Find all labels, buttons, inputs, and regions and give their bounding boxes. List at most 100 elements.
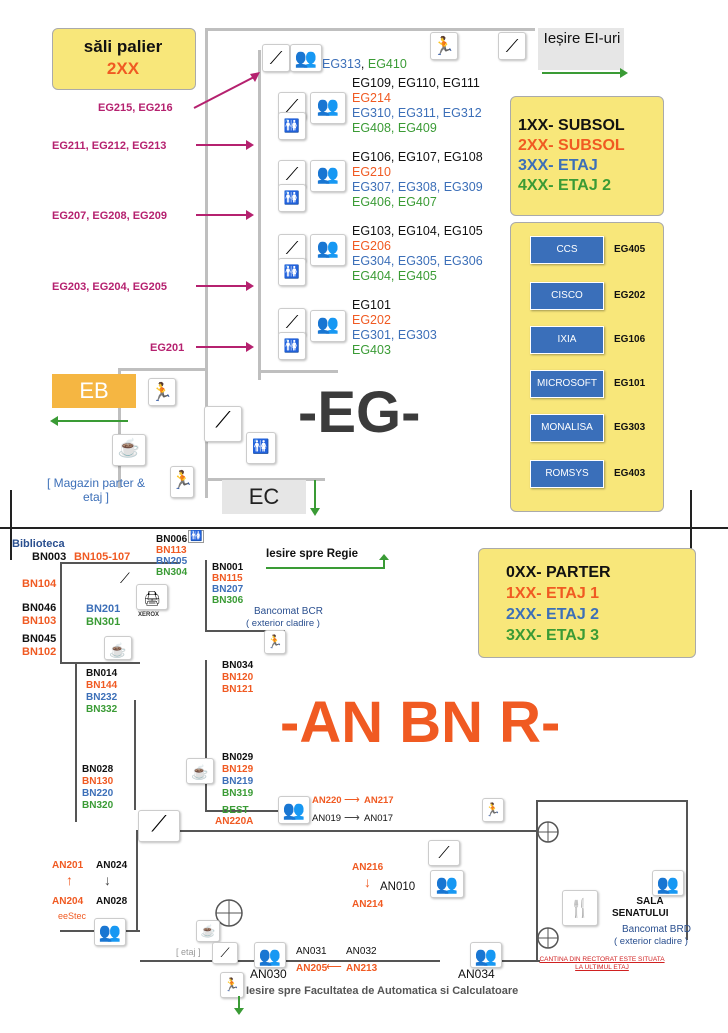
room-an032: AN032: [346, 946, 377, 957]
divider-tick: [690, 490, 692, 560]
company-room-monalisa: EG303: [614, 422, 646, 433]
lecture-room-icon: 👥: [310, 310, 346, 342]
company-room-cisco: EG202: [614, 290, 646, 301]
wall-segment: [134, 700, 136, 810]
coffee-icon: ☕: [196, 920, 220, 942]
stairs-icon: ⟋: [278, 160, 306, 188]
wall-segment: [60, 562, 62, 662]
company-monalisa: MONALISA: [530, 414, 604, 442]
arrow-up: ↑: [66, 872, 73, 888]
emergency-exit-icon: 🏃: [170, 466, 194, 498]
company-microsoft: MICROSOFT: [530, 370, 604, 398]
wall-segment: [538, 800, 688, 802]
bn029-column: BN029 BN129 BN219 BN319: [222, 752, 254, 799]
exit-arrow: [542, 68, 628, 78]
room-bn046: BN046: [22, 602, 57, 614]
wall-segment: [205, 560, 207, 630]
floor-legend-top: [510, 96, 664, 216]
restroom-icon: 🚻: [278, 258, 306, 286]
room-bn103: BN103: [22, 615, 57, 627]
biblioteca-label: Biblioteca: [12, 538, 65, 550]
exit-box: [538, 28, 624, 70]
lecture-room-icon: 👥: [470, 942, 502, 968]
corridor-wall-left: [205, 28, 208, 498]
palier-floor: 2XX: [106, 59, 140, 78]
room-bn003: BN003: [32, 551, 67, 563]
arrow-right: ⟶: [344, 812, 360, 824]
restroom-icon: 🚻: [278, 332, 306, 360]
room-an220a: AN220A: [215, 816, 254, 827]
restroom-icon: 🚻: [246, 432, 276, 464]
room-an213: AN213: [346, 963, 378, 974]
eb-label: EB: [79, 378, 109, 403]
room-an028: AN028: [96, 896, 128, 907]
room-an217: AN217: [364, 795, 394, 806]
emergency-exit-icon: 🏃: [482, 798, 504, 822]
stairs-icon: ⟋: [278, 234, 306, 262]
iesire-facultate-arrow: [234, 996, 244, 1015]
exit-label: Ieșire EI-uri: [543, 30, 621, 47]
room-row0: EG313, EG410: [322, 57, 407, 71]
eestec-label: eeStec: [58, 911, 87, 921]
corridor-wall-inner: [258, 50, 261, 380]
coffee-icon: ☕: [104, 636, 132, 660]
floor-legend-top-list: 1XX- SUBSOL 2XX- SUBSOL 3XX- ETAJ 4XX- E…: [518, 117, 625, 194]
room-an201: AN201: [52, 860, 84, 871]
stairs-icon: ⟋: [278, 308, 306, 336]
eb-arrow: [50, 416, 128, 426]
section-divider: [0, 527, 728, 529]
room-an204: AN204: [52, 896, 84, 907]
lecture-room-icon: 👥: [310, 234, 346, 266]
ec-arrow: [310, 480, 320, 516]
restaurant-icon: 🍴: [562, 890, 598, 926]
stairs-icon: ⟋: [428, 840, 460, 866]
room-block-1: EG109, EG110, EG111 EG214 EG310, EG311, …: [352, 76, 482, 135]
company-ixia: IXIA: [530, 326, 604, 354]
wall-segment: [60, 662, 140, 664]
stairs-icon: ⟋: [120, 570, 130, 586]
emergency-exit-icon: 🏃: [264, 630, 286, 654]
wall-segment: [205, 478, 325, 481]
sala-label: SALA: [636, 896, 664, 907]
bancomat-brd-label: Bancomat BRD: [622, 924, 691, 935]
cantina-link[interactable]: CANTINA DIN RECTORAT ESTE SITUATA LA ULT…: [539, 956, 665, 971]
room-bn201: BN201: [86, 603, 121, 615]
palier-arrow-3: [196, 210, 254, 220]
bancomat-bcr-sub: ( exterior cladire ): [246, 618, 320, 629]
iesire-facultate-label: Iesire spre Facultatea de Automatica si …: [246, 985, 519, 997]
stairs-icon: ⟋: [204, 406, 242, 442]
room-bn105: BN105-107: [74, 551, 131, 563]
wall-segment: [205, 810, 285, 812]
wall-segment: [60, 562, 180, 564]
iesire-regie-arrow: [266, 554, 389, 569]
floor-legend-bottom-list: 0XX- PARTER 1XX- ETAJ 1 2XX- ETAJ 2 3XX-…: [506, 564, 611, 644]
company-room-microsoft: EG101: [614, 378, 646, 389]
room-an010: AN010: [380, 881, 416, 893]
arrow-left: ⟵: [326, 961, 342, 973]
room-block-4: EG101 EG202 EG301, EG303 EG403: [352, 298, 437, 357]
palier-arrow-4: [196, 281, 254, 291]
room-an024: AN024: [96, 860, 128, 871]
revolving-door-icon: [537, 927, 559, 949]
lecture-room-icon: 👥: [310, 92, 346, 124]
wall-segment: [136, 830, 536, 832]
best-label: BEST: [222, 805, 249, 816]
palier-legend-box: [52, 28, 196, 90]
eg-title: -EG-: [298, 380, 421, 445]
ec-box: [222, 480, 306, 514]
room-an031: AN031: [296, 946, 327, 957]
company-ccs: CCS: [530, 236, 604, 264]
iesire-regie-label: Iesire spre Regie: [266, 548, 359, 560]
bn034-column: BN034 BN120 BN121: [222, 660, 254, 695]
stairs-icon: ⟋: [262, 44, 290, 72]
bn028-column: BN028 BN130 BN220 BN320: [82, 764, 114, 811]
room-an214: AN214: [352, 899, 384, 910]
wall-segment: [686, 800, 688, 940]
arrow-down: ↓: [104, 872, 111, 888]
palier-label-3: EG207, EG208, EG209: [52, 210, 167, 222]
lecture-room-icon: 👥: [290, 44, 322, 72]
company-room-ixia: EG106: [614, 334, 646, 345]
stairs-icon: ⟋: [498, 32, 526, 60]
restroom-icon: 🚻: [188, 530, 205, 543]
wall-segment: [205, 630, 285, 632]
